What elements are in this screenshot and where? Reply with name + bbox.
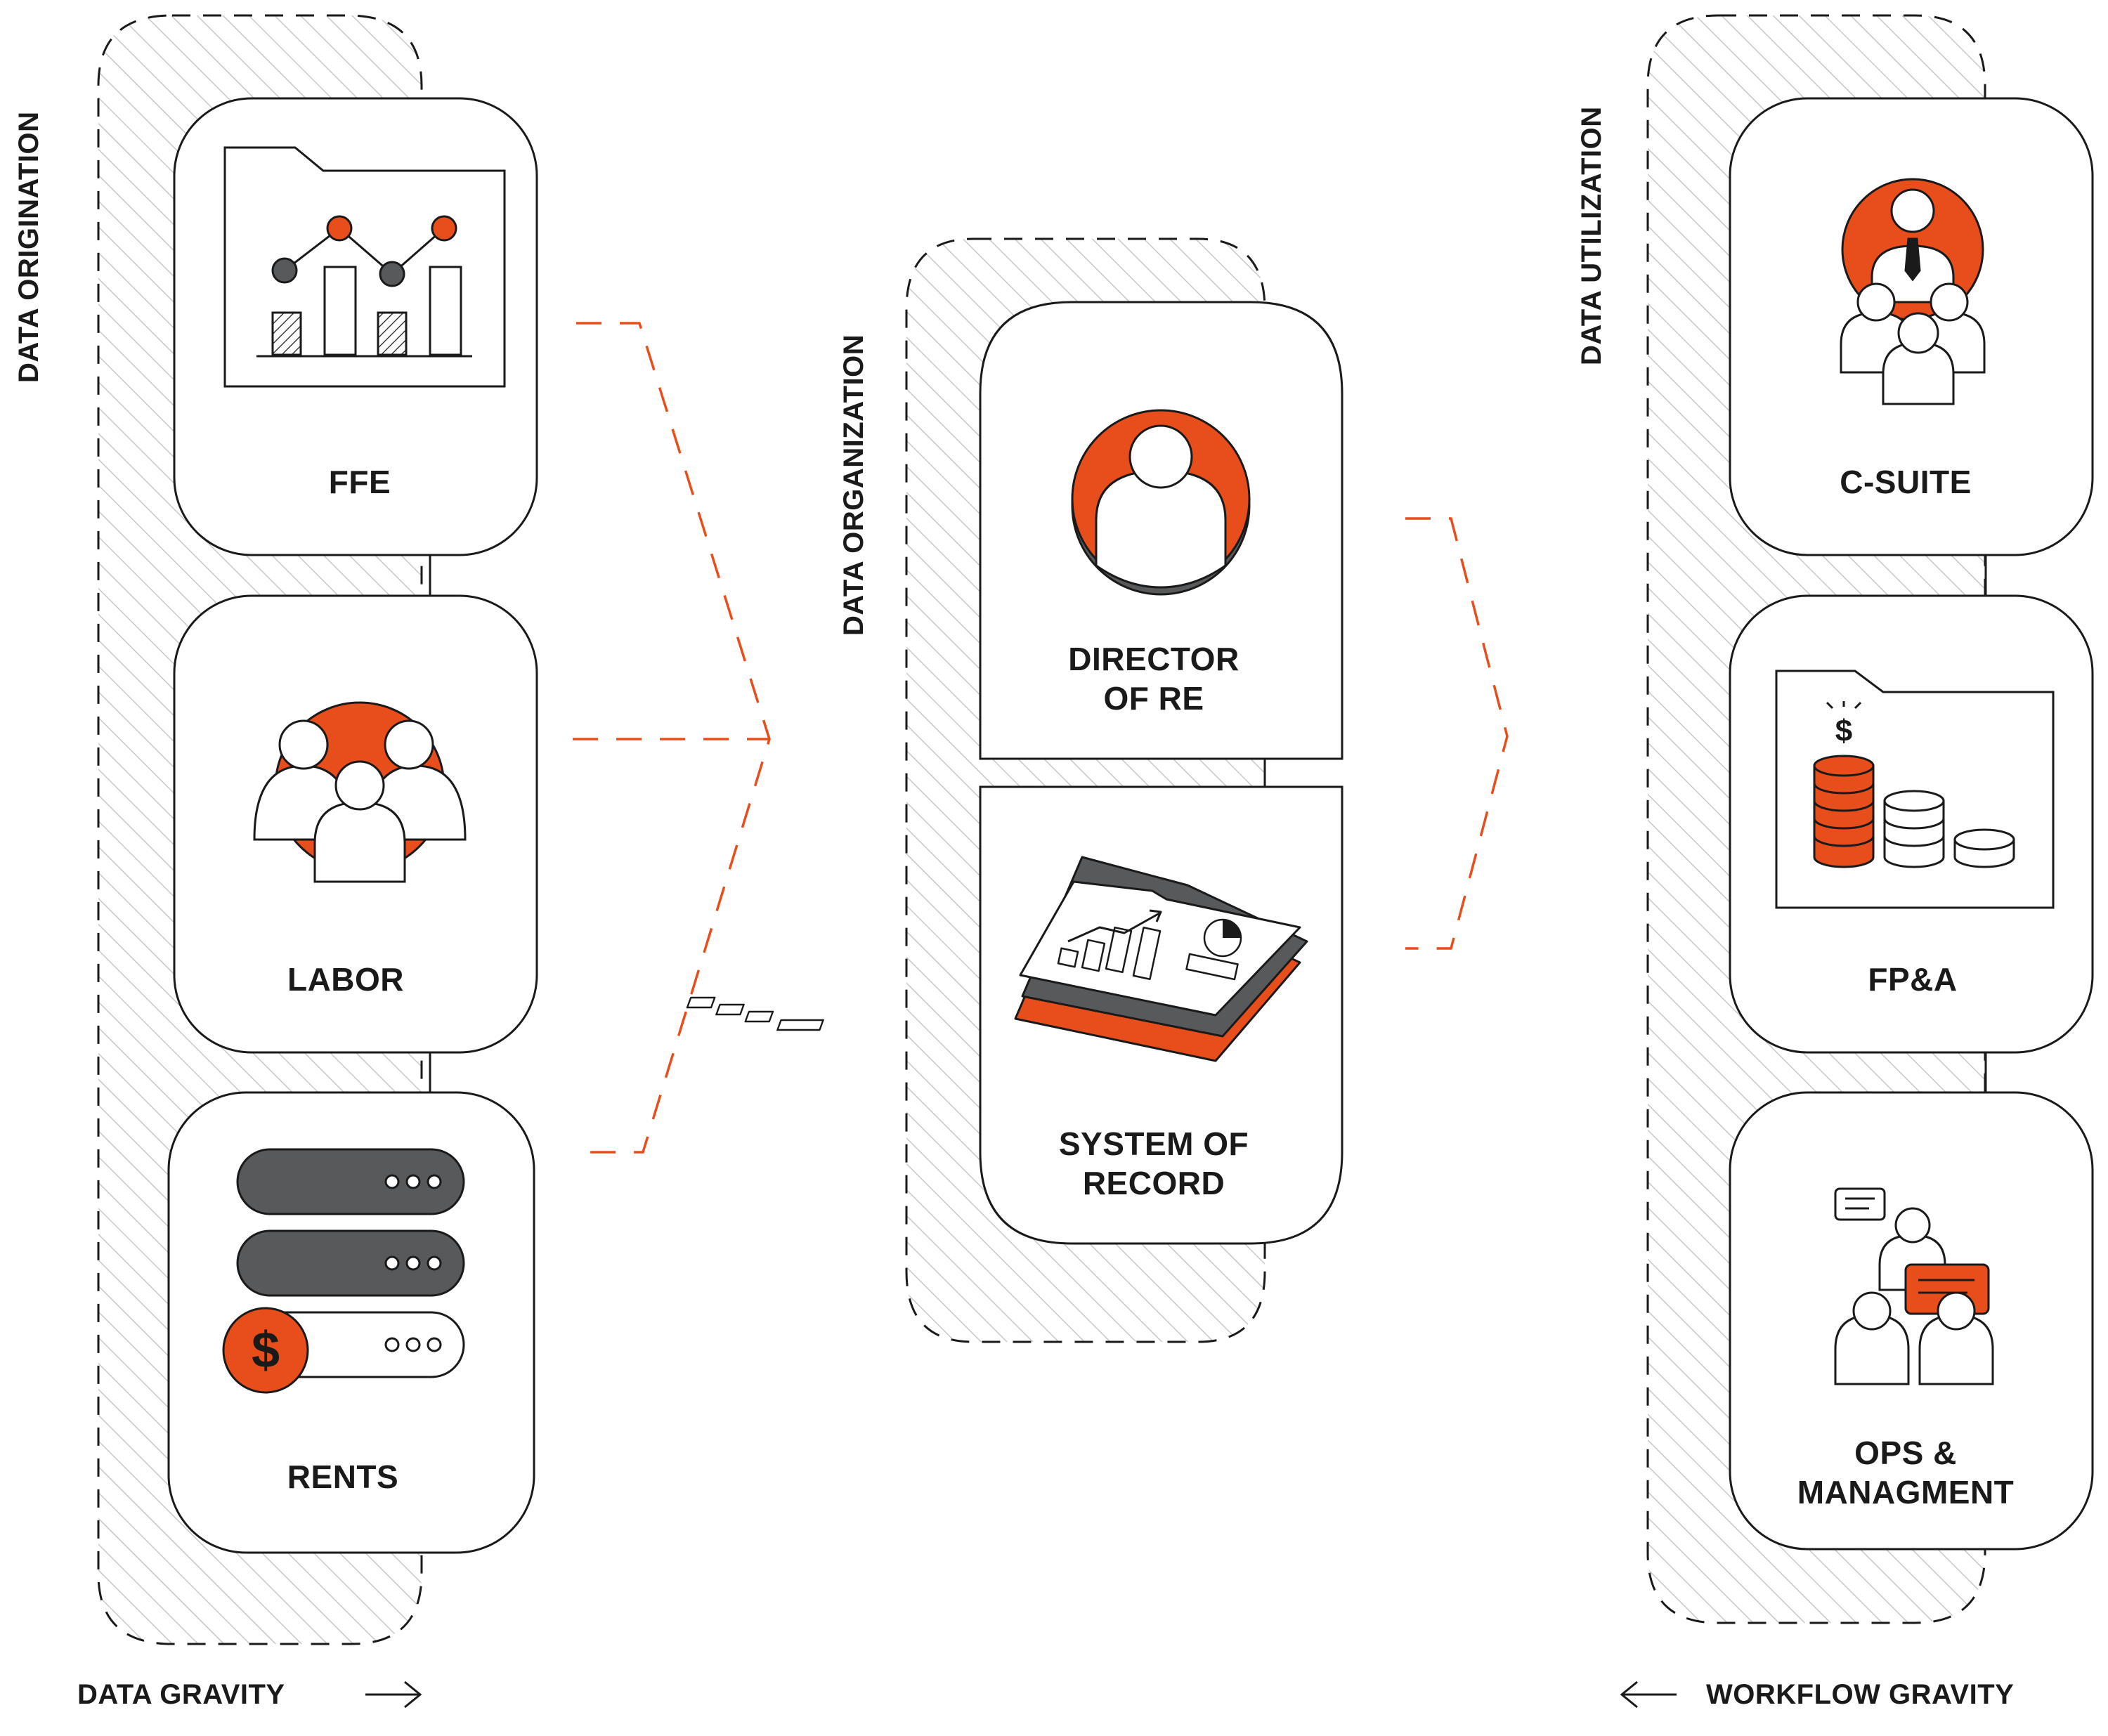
card-label-ffe: FFE (329, 464, 391, 500)
card-label-labor: LABOR (287, 961, 404, 998)
finance-folder-icon (1775, 670, 2055, 909)
card-system-of-record[interactable]: SYSTEM OF RECORD (686, 785, 1343, 1245)
card-label-ops-line-1: OPS & (1854, 1435, 1957, 1471)
bar-chart-folder-icon (223, 146, 506, 388)
card-labor[interactable]: LABOR (173, 594, 538, 1054)
card-ops-management[interactable]: OPS & MANAGMENT (1729, 1091, 2094, 1551)
arrow-left-icon (1620, 1680, 1677, 1709)
team-chat-icon (1834, 1187, 1994, 1385)
arrow-right-icon (365, 1680, 422, 1709)
card-c-suite[interactable]: C-SUITE (1729, 97, 2094, 556)
card-ffe[interactable]: FFE (173, 97, 538, 556)
footer-workflow-gravity: WORKFLOW GRAVITY (1706, 1679, 2014, 1710)
flow-arrows-right (1405, 517, 1509, 950)
card-label-system-line-1: SYSTEM OF (1059, 1125, 1249, 1162)
team-icon (253, 701, 467, 883)
card-fpa[interactable]: $ FP&A (1729, 594, 2094, 1054)
card-label-director-line-2: OF RE (1103, 680, 1204, 717)
section-label-organization: DATA ORGANIZATION (838, 334, 869, 636)
card-label-c-suite: C-SUITE (1840, 464, 1972, 500)
section-label-utilization: DATA UTILIZATION (1576, 106, 1607, 365)
person-icon (1071, 409, 1251, 596)
dollar-sign-icon: $ (1835, 714, 1852, 748)
dollar-icon: $ (252, 1322, 280, 1378)
card-label-fpa: FP&A (1868, 961, 1957, 998)
card-label-rents: RENTS (287, 1458, 398, 1495)
card-director[interactable]: DIRECTOR OF RE (979, 301, 1343, 760)
footer-data-gravity: DATA GRAVITY (77, 1679, 285, 1710)
card-label-ops-line-2: MANAGMENT (1797, 1474, 2015, 1510)
flow-arrows-left (573, 322, 771, 1154)
server-stack-icon (222, 1148, 465, 1394)
executive-team-icon (1840, 178, 1986, 405)
card-label-system-line-2: RECORD (1083, 1165, 1225, 1201)
layered-reports-icon (686, 856, 1308, 1062)
card-rents[interactable]: $ RENTS (167, 1091, 535, 1554)
section-label-origination: DATA ORIGINATION (13, 112, 44, 383)
card-label-director-line-1: DIRECTOR (1068, 641, 1239, 677)
